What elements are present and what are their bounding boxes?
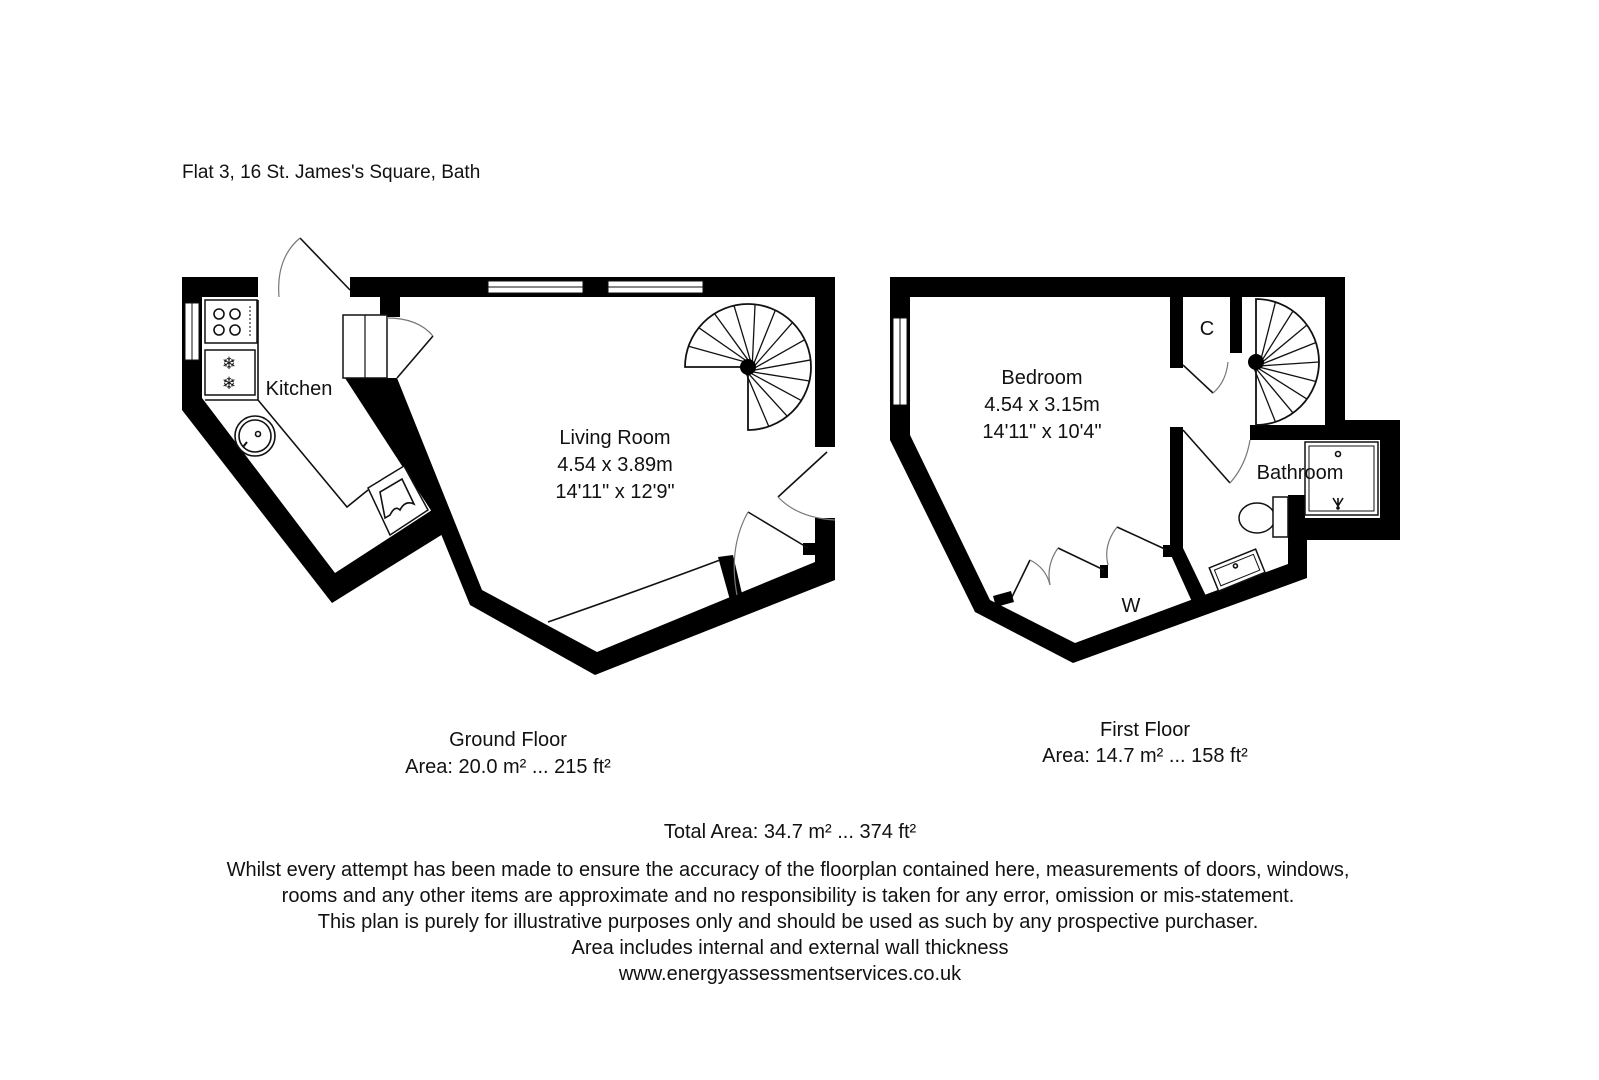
door-stop xyxy=(803,543,815,555)
first-floor-name: First Floor xyxy=(1100,719,1190,741)
shower xyxy=(1304,441,1379,516)
first-floor-plan: Bedroom 4.54 x 3.15m 14'11" x 10'4" C Ba… xyxy=(890,277,1400,663)
kitchen-label: Kitchen xyxy=(266,378,333,400)
stair-tread xyxy=(1260,361,1320,367)
bedroom-label: Bedroom xyxy=(1001,367,1082,389)
living-entrance-door xyxy=(777,451,836,521)
living-room-imperial: 14'11" x 12'9" xyxy=(555,481,674,503)
ground-floor-area: Area: 20.0 m² ... 215 ft² xyxy=(405,756,611,778)
storage-door xyxy=(547,511,809,623)
total-area: Total Area: 34.7 m² ... 374 ft² xyxy=(663,821,917,843)
cupboard-stair-partition xyxy=(1230,297,1242,353)
washbasin xyxy=(1208,548,1266,593)
stair-tread xyxy=(713,313,750,362)
bathroom-door xyxy=(1182,429,1251,484)
stair-bathroom-wall xyxy=(1250,425,1330,440)
toilet xyxy=(1238,496,1289,538)
cupboard-wall xyxy=(1170,297,1183,368)
first-floor-area: Area: 14.7 m² ... 158 ft² xyxy=(1042,745,1248,767)
stair-tread xyxy=(745,372,770,427)
snowflake-icon: ❄ xyxy=(222,354,236,373)
spiral-staircase xyxy=(684,303,812,431)
stair-tread xyxy=(1255,367,1294,414)
stair-tread xyxy=(1253,367,1277,423)
washing-machine xyxy=(367,464,429,537)
stair-newel xyxy=(740,359,756,375)
understairs-cupboard xyxy=(342,314,434,379)
stair-tread xyxy=(752,309,776,365)
wardrobe-doors xyxy=(993,526,1172,607)
living-right-wall xyxy=(815,277,835,447)
bedroom-imperial: 14'11" x 10'4" xyxy=(982,421,1101,443)
living-room-metric: 4.54 x 3.89m xyxy=(557,454,673,476)
stair-tread xyxy=(688,345,746,363)
disclaimer-line: This plan is purely for illustrative pur… xyxy=(317,911,1259,933)
stair-tread xyxy=(753,322,794,367)
disclaimer-line: Area includes internal and external wall… xyxy=(571,937,1009,959)
bedroom-metric: 4.54 x 3.15m xyxy=(984,394,1100,416)
fridge-freezer: ❄ ❄ xyxy=(204,349,256,396)
stair-tread xyxy=(1257,367,1308,400)
ground-floor-plan: ❄ ❄ Kitchen Living Room 4.54 x 3.89m 14'… xyxy=(182,237,836,675)
stair-tread xyxy=(747,372,788,417)
stair-tread xyxy=(698,327,748,362)
living-room-label: Living Room xyxy=(559,427,670,449)
stair-tread xyxy=(751,304,756,363)
kitchen-entrance-door xyxy=(278,237,351,298)
stair-tread xyxy=(1261,341,1317,365)
wardrobe-label: W xyxy=(1122,595,1141,617)
kitchen-sink xyxy=(234,415,276,457)
stair-tread xyxy=(752,359,811,371)
bedroom-window xyxy=(892,317,908,406)
disclaimer-line: rooms and any other items are approximat… xyxy=(281,885,1295,907)
stair-newel xyxy=(1248,354,1264,370)
wall-block xyxy=(380,297,400,317)
ground-floor-name: Ground Floor xyxy=(449,729,567,751)
living-windows xyxy=(487,280,704,294)
stair-tread xyxy=(751,371,810,382)
stair-tread xyxy=(1260,301,1277,359)
wall-stub xyxy=(718,555,743,600)
stair-tread xyxy=(1261,324,1308,363)
property-title: Flat 3, 16 St. James's Square, Bath xyxy=(182,162,481,183)
bathroom-label: Bathroom xyxy=(1257,462,1344,484)
disclaimer-line: Whilst every attempt has been made to en… xyxy=(226,859,1350,881)
kitchen-window xyxy=(184,302,200,361)
stair-tread xyxy=(749,372,802,402)
stair-tread xyxy=(1259,366,1317,383)
cupboard-label: C xyxy=(1200,318,1214,340)
stair-tread xyxy=(753,339,806,370)
bedroom-bathroom-wall xyxy=(1170,427,1207,604)
living-top-wall xyxy=(350,277,835,297)
cupboard-door xyxy=(1182,361,1229,394)
stair-tread xyxy=(733,305,752,362)
living-lower-walls xyxy=(345,378,835,675)
stair-tread xyxy=(1261,310,1294,361)
hob xyxy=(204,299,258,344)
spiral-staircase-upper xyxy=(1248,298,1320,426)
snowflake-icon: ❄ xyxy=(222,374,236,393)
kitchen-counter xyxy=(257,300,369,509)
website-link[interactable]: www.energyassessmentservices.co.uk xyxy=(618,963,962,985)
